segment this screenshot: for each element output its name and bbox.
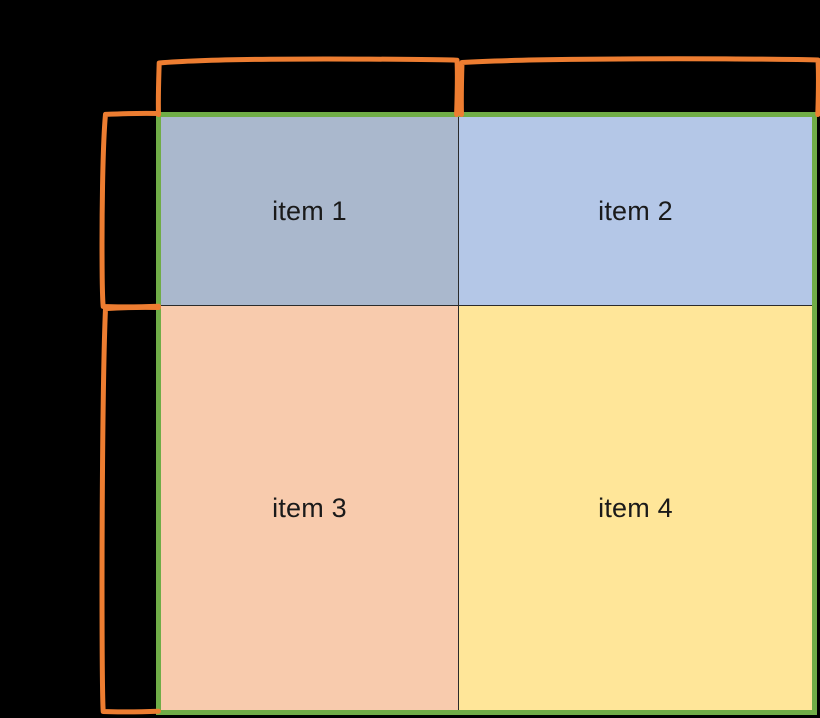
row-1-measure-bracket [99,110,161,310]
column-1-measure-bracket [155,56,461,117]
grid-cell-item-1[interactable]: item 1 [161,117,459,306]
grid-cell-item-2-label: item 2 [598,195,673,226]
grid-cell-item-3-label: item 3 [272,492,347,523]
row-2-measure-bracket [99,304,161,716]
column-2-measure-bracket [458,56,820,117]
grid-cell-item-4-label: item 4 [598,492,673,523]
grid-cell-item-3[interactable]: item 3 [161,306,459,710]
grid-cell-item-1-label: item 1 [272,195,347,226]
grid-cell-item-4[interactable]: item 4 [459,306,812,710]
grid-cell-item-2[interactable]: item 2 [459,117,812,306]
grid-container: item 1 item 2 item 3 item 4 [156,112,817,715]
